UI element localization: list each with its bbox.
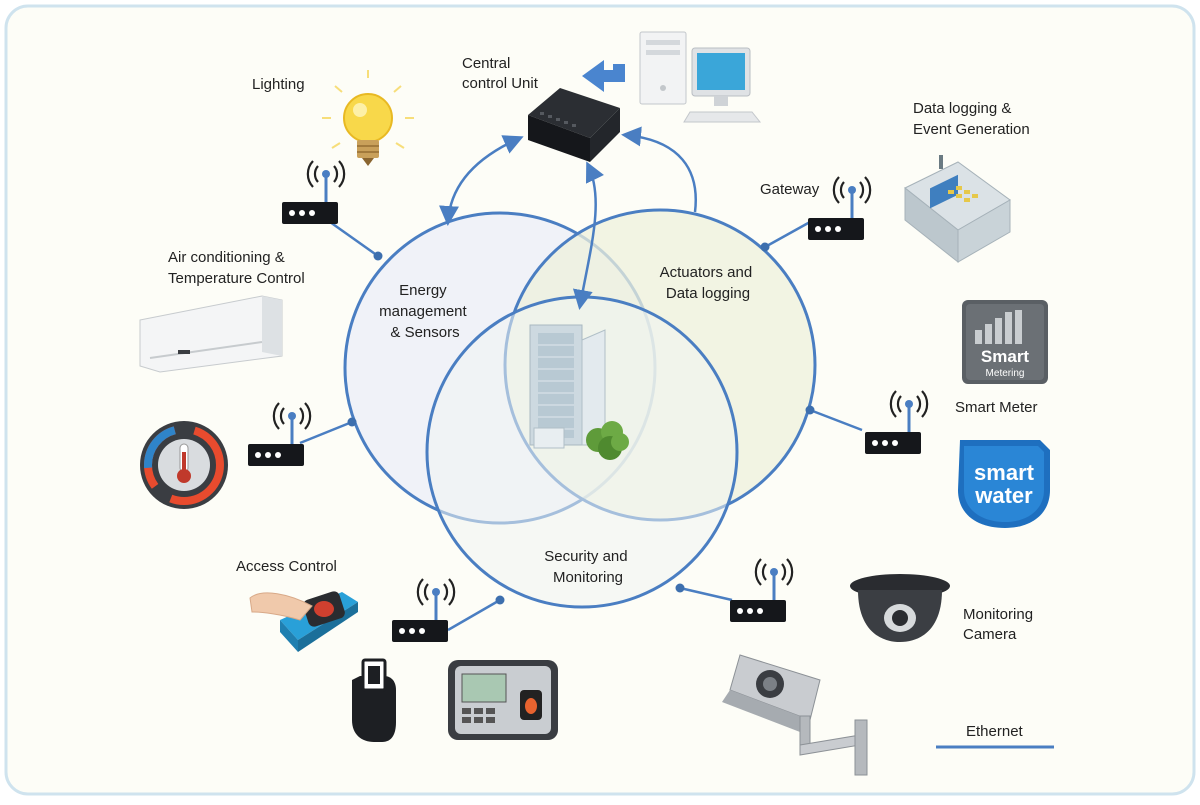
link-arrow-icon bbox=[582, 60, 625, 92]
gateway-label: Gateway bbox=[760, 181, 820, 198]
access-control-label: Access Control bbox=[236, 558, 337, 575]
central-arrows bbox=[439, 126, 697, 310]
smart-water-subtitle: water bbox=[974, 483, 1033, 508]
controller-icon bbox=[528, 88, 620, 162]
connection-lines bbox=[299, 220, 863, 632]
smart-meter-label: Smart Meter bbox=[955, 399, 1038, 416]
desktop-computer-icon bbox=[639, 31, 762, 123]
data-logging-label: Data logging & Event Generation bbox=[913, 100, 1030, 138]
light-bulb-icon bbox=[322, 70, 414, 166]
central-unit-label: Central control Unit bbox=[462, 55, 539, 92]
dome-camera-icon bbox=[850, 574, 950, 642]
attendance-terminal-icon bbox=[448, 660, 558, 740]
lighting-label: Lighting bbox=[252, 76, 305, 93]
keycard-hand-icon bbox=[352, 658, 396, 742]
data-logger-icon bbox=[904, 155, 1011, 264]
air-conditioner-icon bbox=[139, 295, 283, 373]
connection-dots bbox=[347, 242, 815, 605]
fingerprint-reader-icon bbox=[249, 591, 358, 652]
smart-metering-subtitle: Metering bbox=[986, 368, 1025, 379]
thermostat-icon bbox=[140, 421, 228, 509]
legend-label: Ethernet bbox=[966, 723, 1024, 740]
air-conditioning-label: Air conditioning & Temperature Control bbox=[168, 249, 305, 287]
monitoring-camera-label: Monitoring Camera bbox=[963, 606, 1037, 643]
smart-metering-title: Smart bbox=[981, 347, 1030, 366]
security-label: Security and Monitoring bbox=[544, 548, 632, 586]
smart-water-icon: smart water bbox=[958, 440, 1050, 528]
actuators-label: Actuators and Data logging bbox=[660, 264, 757, 302]
bullet-camera-icon bbox=[722, 654, 868, 776]
smart-water-title: smart bbox=[974, 460, 1035, 485]
legend: Ethernet bbox=[936, 723, 1054, 749]
building-icon bbox=[529, 324, 629, 460]
smart-metering-icon: Smart Metering bbox=[962, 300, 1048, 384]
energy-label: Energy management & Sensors bbox=[379, 282, 471, 341]
